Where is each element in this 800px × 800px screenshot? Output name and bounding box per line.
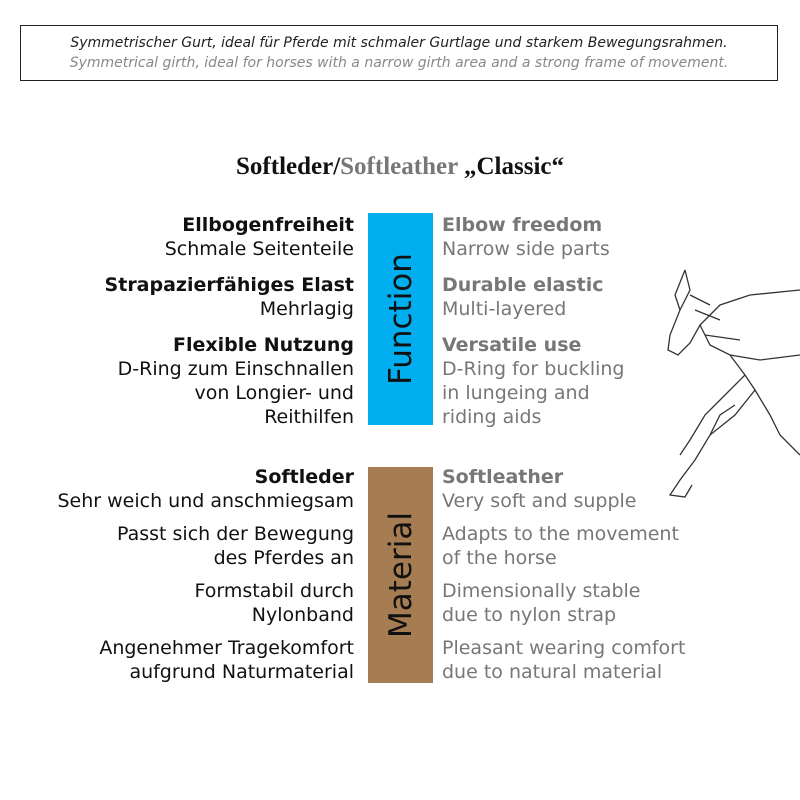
feature-text: aufgrund Naturmaterial bbox=[129, 661, 354, 683]
title-name: „Classic“ bbox=[457, 153, 564, 180]
feature-text: Schmale Seitenteile bbox=[164, 238, 354, 260]
material-en: Softleather Very soft and supple Adapts … bbox=[442, 465, 685, 684]
function-en: Elbow freedom Narrow side parts Durable … bbox=[442, 213, 625, 429]
feature-title: Versatile use bbox=[442, 334, 582, 356]
feature-text: Adapts to the movement bbox=[442, 523, 679, 545]
feature-text: Dimensionally stable bbox=[442, 580, 641, 602]
feature-title: Strapazierfähiges Elast bbox=[104, 274, 354, 296]
feature-text: Pleasant wearing comfort bbox=[442, 637, 686, 659]
material-de: Softleder Sehr weich und anschmiegsam Pa… bbox=[57, 465, 354, 684]
description-de: Symmetrischer Gurt, ideal für Pferde mit… bbox=[70, 35, 728, 51]
title-en: Softleather bbox=[340, 153, 458, 180]
feature-text: Formstabil durch bbox=[194, 580, 355, 602]
feature-text: D-Ring for buckling bbox=[442, 358, 625, 380]
material-bar: Material bbox=[368, 467, 433, 683]
feature-title: Durable elastic bbox=[442, 274, 604, 296]
feature-text: riding aids bbox=[442, 406, 542, 428]
feature-text: Narrow side parts bbox=[442, 238, 610, 260]
function-bar: Function bbox=[368, 213, 433, 425]
function-label: Function bbox=[382, 253, 419, 385]
feature-text: Very soft and supple bbox=[442, 490, 637, 512]
feature-text: Reithilfen bbox=[264, 406, 354, 428]
feature-text: D-Ring zum Einschnallen bbox=[117, 358, 354, 380]
feature-text: Angenehmer Tragekomfort bbox=[99, 637, 354, 659]
feature-text: of the horse bbox=[442, 547, 557, 569]
feature-text: Nylonband bbox=[251, 604, 354, 626]
feature-title: Elbow freedom bbox=[442, 214, 603, 236]
feature-title: Softleder bbox=[254, 466, 354, 488]
feature-text: Multi-layered bbox=[442, 298, 567, 320]
horse-sketch-icon bbox=[667, 269, 800, 498]
feature-text: Passt sich der Bewegung bbox=[117, 523, 354, 545]
feature-text: due to nylon strap bbox=[442, 604, 617, 626]
feature-text: in lungeing and bbox=[442, 382, 590, 404]
feature-text: von Longier- und bbox=[194, 382, 354, 404]
material-label: Material bbox=[382, 512, 419, 638]
feature-text: Mehrlagig bbox=[259, 298, 354, 320]
function-de: Ellbogenfreiheit Schmale Seitenteile Str… bbox=[105, 213, 354, 429]
description-banner: Symmetrischer Gurt, ideal für Pferde mit… bbox=[20, 25, 778, 81]
feature-text: des Pferdes an bbox=[213, 547, 354, 569]
feature-title: Ellbogenfreiheit bbox=[182, 214, 354, 236]
feature-text: due to natural material bbox=[442, 661, 663, 683]
feature-title: Softleather bbox=[442, 466, 564, 488]
description-en: Symmetrical girth, ideal for horses with… bbox=[69, 55, 729, 71]
feature-title: Flexible Nutzung bbox=[173, 334, 354, 356]
title-de: Softleder/ bbox=[236, 153, 341, 180]
feature-text: Sehr weich und anschmiegsam bbox=[57, 490, 354, 512]
product-title: Softleder/Softleather „Classic“ bbox=[0, 153, 800, 181]
